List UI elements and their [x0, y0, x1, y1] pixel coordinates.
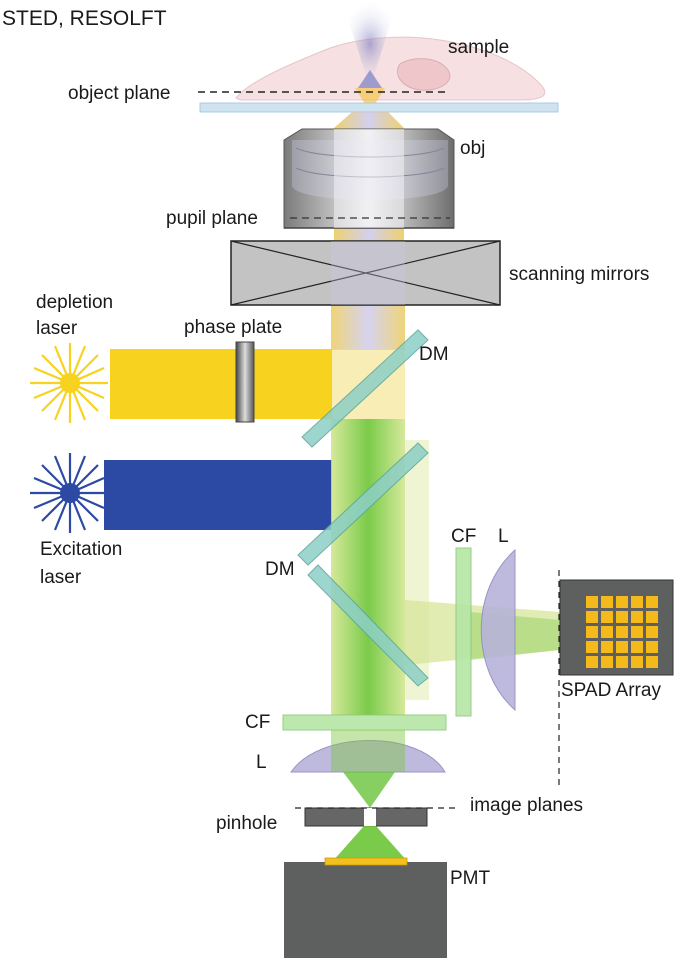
spad-pixel — [631, 596, 643, 608]
obj-label: obj — [460, 138, 485, 159]
cf-right-filter — [455, 547, 472, 717]
depletion-laser-icon — [30, 343, 108, 423]
spad-pixel — [616, 626, 628, 638]
spad-pixel — [586, 611, 598, 623]
spad-array — [558, 570, 674, 785]
cf-bottom-label: CF — [245, 712, 270, 733]
object-plane-label: object plane — [68, 83, 170, 104]
excitation-laser-icon — [30, 453, 108, 533]
dm-top-label: DM — [419, 344, 449, 365]
pmt-window — [324, 857, 408, 866]
focal-spot-upper — [358, 70, 382, 88]
emission-beam — [331, 419, 405, 715]
spad-pixel — [616, 656, 628, 668]
spad-pixel — [631, 656, 643, 668]
excitation-label-line1: Excitation — [40, 539, 122, 560]
pinhole-aperture — [364, 808, 376, 826]
spad-pixel — [646, 611, 658, 623]
spad-pixel — [616, 596, 628, 608]
image-planes-label: image planes — [470, 795, 583, 816]
l-bottom-lens — [290, 740, 446, 773]
pupil-plane-label: pupil plane — [166, 208, 258, 229]
spad-pixel — [601, 611, 613, 623]
excitation-beam — [104, 460, 332, 530]
sample-cell — [235, 36, 546, 101]
pinhole-label: pinhole — [216, 813, 277, 834]
spad-pixel — [646, 596, 658, 608]
dichroic-mirror-top — [301, 329, 429, 448]
spad-array-label: SPAD Array — [561, 680, 661, 701]
spad-pixel — [646, 656, 658, 668]
pmt-label: PMT — [450, 868, 491, 889]
cf-bottom-filter — [282, 714, 447, 731]
excitation-label-line2: laser — [40, 567, 82, 588]
l-bottom-label: L — [256, 752, 267, 773]
spad-pixel — [616, 611, 628, 623]
dichroic-mirror-bottom — [307, 564, 429, 687]
sample-label: sample — [448, 37, 509, 58]
focus-to-pinhole — [343, 772, 395, 808]
l-right-label: L — [498, 526, 509, 547]
spad-pixel — [586, 641, 598, 653]
spad-pixel — [601, 656, 613, 668]
phase-plate — [235, 341, 255, 423]
beam-to-pmt — [332, 826, 408, 862]
illumination-cone — [342, 0, 398, 88]
spad-pixel — [601, 626, 613, 638]
spad-pixel-grid — [586, 596, 658, 668]
objective-lens — [283, 128, 455, 229]
spad-pixel — [601, 641, 613, 653]
diagram-title: STED, RESOLFT — [2, 7, 167, 30]
pmt-detector — [284, 862, 447, 958]
spad-pixel — [586, 596, 598, 608]
spad-pixel — [601, 596, 613, 608]
spad-pixel — [646, 641, 658, 653]
spad-pixel — [631, 611, 643, 623]
scanning-mirrors — [230, 240, 501, 306]
depletion-label-line1: depletion — [36, 292, 113, 313]
l-right-lens — [480, 548, 516, 712]
coverslip — [199, 102, 559, 113]
depletion-beam — [110, 349, 332, 419]
spad-pixel — [631, 641, 643, 653]
scanning-mirrors-label: scanning mirrors — [509, 264, 649, 285]
dichroic-mirror-middle — [297, 442, 429, 566]
dm-bottom-label: DM — [265, 559, 295, 580]
phase-plate-label: phase plate — [184, 317, 282, 338]
spad-pixel — [616, 641, 628, 653]
depletion-label-line2: laser — [36, 318, 78, 339]
spad-pixel — [646, 626, 658, 638]
spad-pixel — [586, 656, 598, 668]
spad-pixel — [586, 626, 598, 638]
cf-right-label: CF — [451, 526, 476, 547]
focal-spot-lower — [355, 88, 385, 112]
spad-pixel — [631, 626, 643, 638]
